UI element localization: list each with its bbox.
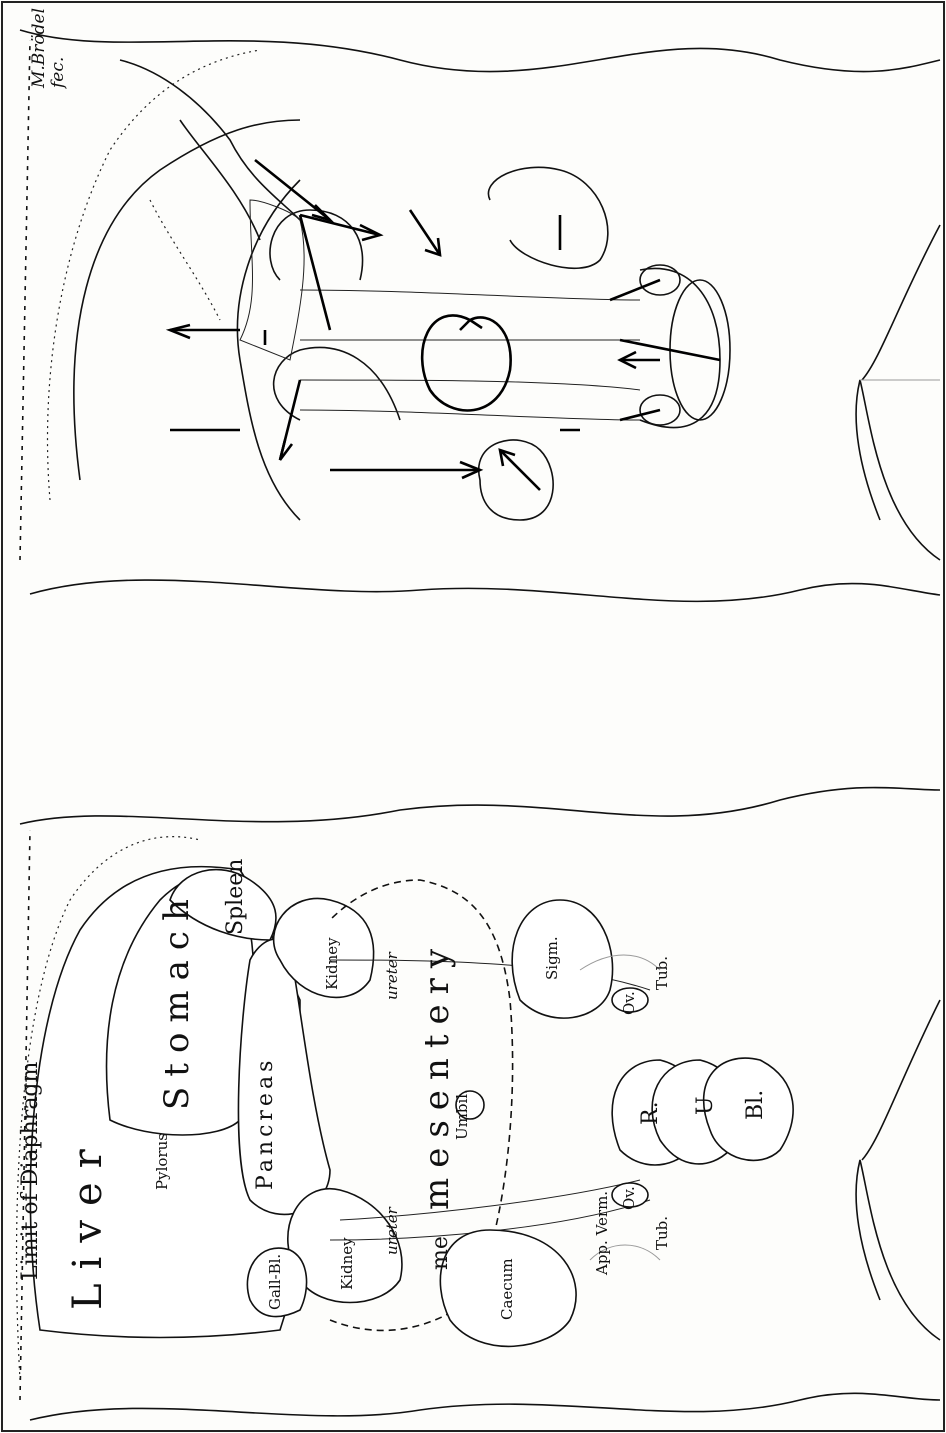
label-rectum: R. bbox=[640, 1101, 662, 1125]
displacement-arrows bbox=[170, 160, 720, 490]
sigmoid bbox=[512, 900, 612, 1018]
label-tube-left: Tub. bbox=[655, 1216, 670, 1250]
artist-signature: M.Brödel fec. bbox=[30, 8, 67, 88]
label-diaphragm: Limit of Diaphragm bbox=[20, 1062, 42, 1280]
label-ureter-left: ureter bbox=[385, 1207, 400, 1255]
top-kidney-right bbox=[270, 210, 363, 280]
label-mesentery: mesentery bbox=[420, 939, 454, 1210]
label-pylorus: Pylorus bbox=[155, 1133, 170, 1190]
label-ovary-right: Ov. bbox=[622, 991, 637, 1015]
label-appendix: App. Verm. bbox=[595, 1191, 610, 1275]
top-diaphragm-limit bbox=[48, 50, 261, 500]
label-umbil: Umbil. bbox=[455, 1089, 470, 1140]
label-ureter-right: ureter bbox=[385, 952, 400, 1000]
label-uterus: U bbox=[695, 1096, 717, 1115]
label-kidney-right: Kidney bbox=[325, 937, 340, 990]
label-spleen: Spleen bbox=[225, 859, 247, 935]
central-spiral-arrow bbox=[422, 315, 510, 410]
label-mesentery-split: me bbox=[430, 1236, 452, 1270]
label-liver: Liver bbox=[68, 1135, 108, 1310]
top-liver bbox=[74, 120, 300, 480]
label-stomach: Stomach bbox=[160, 889, 194, 1110]
signature-line-2: fec. bbox=[48, 57, 68, 88]
label-gallbladder: Gall-Bl. bbox=[268, 1254, 283, 1310]
label-pancreas: Pancreas bbox=[255, 1057, 277, 1190]
top-body-outline bbox=[20, 30, 940, 72]
label-bladder: Bl. bbox=[745, 1090, 767, 1120]
top-thigh-groin bbox=[856, 380, 940, 560]
signature-line-1: M.Brödel bbox=[29, 8, 49, 88]
label-tube-right: Tub. bbox=[655, 956, 670, 990]
label-caecum: Caecum bbox=[500, 1258, 515, 1320]
figure-top-diagram bbox=[20, 30, 940, 601]
label-ovary-left: Ov. bbox=[622, 1186, 637, 1210]
label-kidney-left: Kidney bbox=[340, 1237, 355, 1290]
figure-bottom-labelled bbox=[17, 788, 940, 1421]
bottom-body-outline bbox=[20, 788, 940, 825]
label-sigm: Sigm. bbox=[545, 936, 560, 980]
